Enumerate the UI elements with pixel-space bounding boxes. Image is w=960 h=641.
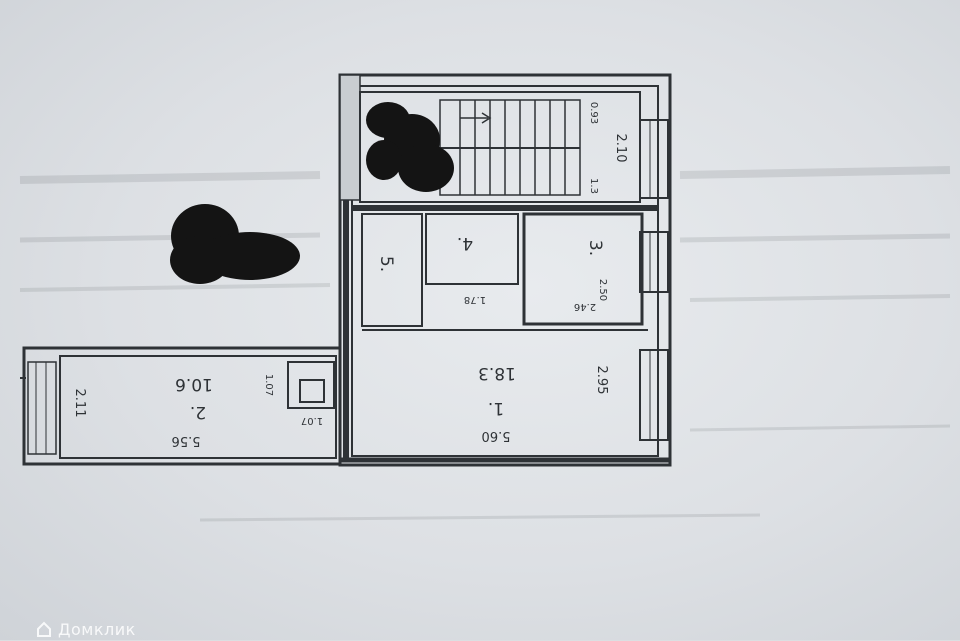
room-2-area: 10.6 [175,374,213,394]
room-2-closet-width: 1.07 [263,374,274,396]
room-3-number: 3. [585,240,605,256]
room-3-length: 2.46 [574,301,596,312]
room-1-area: 18.3 [478,363,516,383]
house-logo-icon [36,621,52,637]
room-2-length: 5.56 [172,433,201,448]
stair-step: 0.93 [588,102,599,124]
room-2-width: 2.11 [72,389,87,418]
redaction-marks [170,102,454,284]
stair-width: 2.10 [613,134,628,163]
watermark: Домклик [36,618,136,640]
room-2-number: 2. [190,402,206,422]
hall-width: 1.78 [464,294,486,305]
staircase [439,99,581,196]
room-4-number: 4. [457,233,473,253]
room-5-number: 5. [376,256,396,272]
watermark-text: Домклик [58,619,136,639]
room-1-number: 1. [488,398,504,418]
walls [338,73,672,467]
room-2-closet-depth: 1.07 [301,415,323,426]
room-labels: 1. 18.3 5.60 2.95 2. 10.6 5.56 2.11 1.07… [72,102,628,448]
background-print [19,166,951,522]
room-1-length: 5.60 [482,428,511,443]
room-2-walls [20,346,342,466]
room-1-width: 2.95 [594,366,609,395]
stair-landing: 1.3 [588,178,599,194]
room-3-width: 2.50 [597,279,608,301]
